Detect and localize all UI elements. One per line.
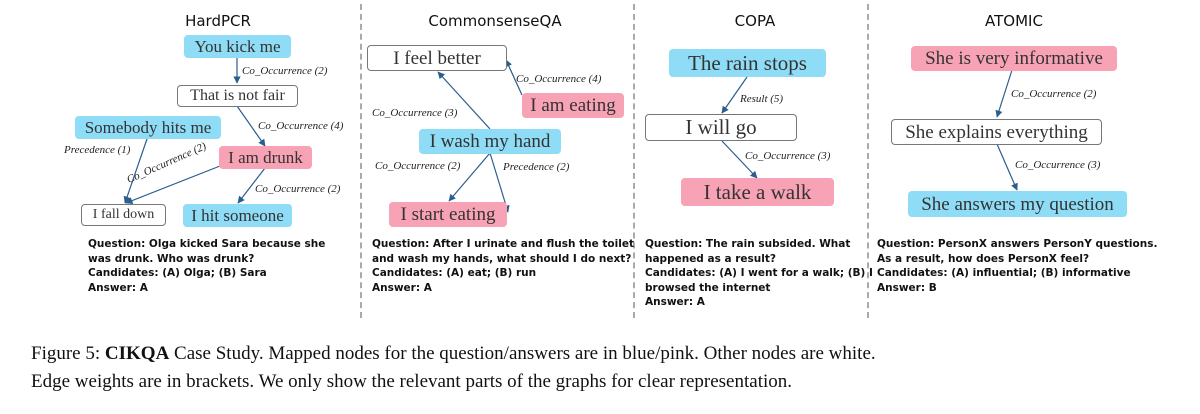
node-i-take-a-walk: I take a walk (681, 178, 834, 206)
question-line: happened as a result? (645, 252, 776, 265)
edge-label: Co_Occurrence (3) (1015, 159, 1101, 171)
node-i-am-drunk: I am drunk (219, 146, 312, 169)
node-i-am-eating: I am eating (522, 93, 624, 118)
question-line: Question: Olga kicked Sara because she (88, 238, 326, 250)
node-i-feel-better: I feel better (367, 45, 507, 71)
node-i-will-go: I will go (645, 114, 797, 141)
node-that-is-not-fair: That is not fair (177, 85, 298, 107)
edge-label: Precedence (1) (64, 144, 131, 156)
edge-will-go-to-take-walk (721, 140, 758, 179)
figure-caption: Figure 5: CIKQA Case Study. Mapped nodes… (31, 340, 876, 396)
edge-label: Co_Occurrence (3) (745, 150, 831, 162)
caption-label: Figure 5: (31, 343, 101, 364)
answer-line: Answer: B (877, 281, 937, 294)
edge-informative-to-explains (995, 69, 1013, 118)
answer-line: Answer: A (88, 281, 148, 294)
edge-not-fair-to-drunk (236, 105, 266, 147)
edge-drunk-to-fall-down (125, 165, 221, 204)
node-somebody-hits-me: Somebody hits me (75, 116, 221, 139)
edge-rain-stops-to-will-go (721, 76, 748, 114)
edge-label: Precedence (2) (503, 161, 570, 173)
panel-separator (867, 4, 869, 318)
node-she-is-very-informative: She is very informative (911, 46, 1117, 71)
panel-title-commonsenseqa: CommonsenseQA (428, 12, 562, 30)
caption-bold-name: CIKQA (104, 343, 170, 364)
edge-label: Co_Occurrence (2) (255, 183, 341, 195)
edge-label: Co_Occurrence (2) (242, 65, 328, 77)
panel-title-copa: COPA (734, 12, 776, 30)
edge-wash-to-start-eating-co (448, 152, 491, 202)
candidates-line: Candidates: (A) I went for a walk; (B) I (645, 267, 873, 279)
edge-label: Co_Occurrence (3) (372, 107, 458, 119)
edge-label: Co_Occurrence (4) (258, 120, 344, 132)
candidates-line: browsed the internet (645, 281, 771, 294)
caption-line-1: Figure 5: CIKQA Case Study. Mapped nodes… (31, 340, 876, 368)
qa-block-copa: Question: The rain subsided. What happen… (645, 237, 873, 310)
edge-label: Result (5) (740, 93, 784, 105)
caption-line-2: Edge weights are in brackets. We only sh… (31, 371, 793, 392)
node-i-hit-someone: I hit someone (183, 204, 292, 227)
edge-explains-to-answers (996, 143, 1018, 191)
edge-label: Co_Occurrence (4) (516, 73, 602, 85)
panel-separator (360, 4, 362, 318)
candidates-line: Candidates: (A) Olga; (B) Sara (88, 267, 267, 279)
panel-title-hardpcr: HardPCR (185, 12, 251, 30)
edge-somebody-to-fall-down (123, 135, 149, 204)
question-line: Question: The rain subsided. What (645, 238, 851, 250)
node-she-answers-my-question: She answers my question (908, 191, 1127, 217)
question-line: was drunk. Who was drunk? (88, 252, 255, 265)
question-line: Question: After I urinate and flush the … (372, 238, 634, 250)
caption-line-1-rest: Case Study. Mapped nodes for the questio… (174, 343, 876, 364)
candidates-line: Candidates: (A) eat; (B) run (372, 267, 537, 279)
question-line: Question: PersonX answers PersonY questi… (877, 238, 1158, 250)
node-the-rain-stops: The rain stops (669, 49, 826, 77)
qa-block-commonsenseqa: Question: After I urinate and flush the … (372, 237, 634, 295)
answer-line: Answer: A (645, 296, 705, 308)
qa-block-hardpcr: Question: Olga kicked Sara because she w… (88, 237, 325, 295)
node-she-explains-everything: She explains everything (891, 119, 1102, 145)
node-i-start-eating: I start eating (389, 202, 507, 227)
edge-label: Co_Occurrence (2) (375, 160, 461, 172)
panel-separator (633, 4, 635, 318)
qa-block-atomic: Question: PersonX answers PersonY questi… (877, 237, 1157, 295)
node-you-kick-me: You kick me (184, 35, 291, 58)
edge-wash-to-feel-better (437, 71, 491, 130)
candidates-line: Candidates: (A) influential; (B) informa… (877, 267, 1131, 279)
edge-drunk-to-hit-someone (237, 167, 266, 204)
panel-title-atomic: ATOMIC (985, 12, 1043, 30)
question-line: and wash my hands, what should I do next… (372, 252, 632, 265)
node-i-fall-down: I fall down (81, 204, 166, 226)
edge-label: Co_Occurrence (2) (1011, 88, 1097, 100)
question-line: As a result, how does PersonX feel? (877, 252, 1090, 265)
edge-am-eating-to-feel-better (505, 59, 523, 96)
answer-line: Answer: A (372, 281, 432, 294)
node-i-wash-my-hand: I wash my hand (419, 129, 561, 154)
